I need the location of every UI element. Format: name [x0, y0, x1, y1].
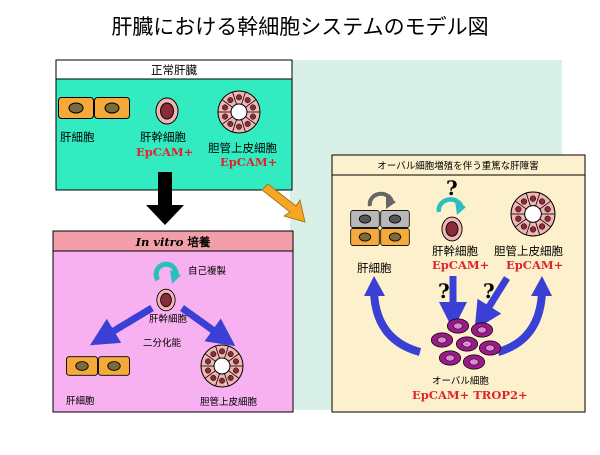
injury-biliary-marker: EpCAM+	[506, 258, 563, 272]
injury-question-right: ?	[483, 279, 495, 303]
normal-stem-marker: EpCAM+	[136, 145, 193, 159]
oval-marker: EpCAM+ TROP2+	[412, 388, 528, 402]
normal-liver-header: 正常肝臓	[151, 63, 197, 77]
invitro-bipotent-label: 二分化能	[143, 337, 182, 349]
stem-cell-icon	[155, 97, 179, 125]
injury-stem-cell-icon	[441, 216, 463, 242]
injury-stem-marker: EpCAM+	[432, 258, 489, 272]
down-arrow-icon	[146, 172, 184, 225]
injury-bile-duct-icon	[510, 191, 556, 237]
diff-arrow-left-icon	[89, 304, 154, 346]
invitro-panel: In vitro 培養 自己複製 肝幹細胞 二分化能 肝細胞 胆管上皮細胞	[52, 230, 294, 413]
invitro-hepatocyte-label: 肝細胞	[66, 395, 95, 407]
invitro-header: In vitro 培養	[135, 235, 211, 249]
normal-liver-panel: 正常肝臓 肝細胞 肝幹細胞 EpCAM+ 胆管上皮細胞 EpCAM+	[55, 59, 293, 191]
invitro-self-renewal-label: 自己複製	[188, 265, 227, 277]
oval-to-hepatocyte-arrow-icon	[370, 291, 422, 356]
injury-biliary-label: 胆管上皮細胞	[494, 244, 563, 258]
hepatocyte-pair-icon	[58, 97, 130, 119]
invitro-bile-duct-icon	[200, 344, 244, 388]
oval-to-biliary-arrow-icon	[496, 291, 546, 356]
normal-biliary-marker: EpCAM+	[220, 155, 277, 169]
normal-biliary-label: 胆管上皮細胞	[208, 141, 277, 155]
injury-question-left: ?	[438, 279, 450, 303]
page-title: 肝臓における幹細胞システムのモデル図	[111, 15, 488, 39]
orange-arrow-icon	[261, 183, 306, 223]
invitro-hepatocyte-icon	[66, 356, 130, 376]
invitro-stem-cell-icon	[156, 288, 176, 312]
gray-curved-arrow-icon	[367, 191, 394, 207]
normal-stem-label: 肝幹細胞	[140, 130, 186, 144]
injury-hepatocyte-label: 肝細胞	[357, 261, 392, 275]
invitro-biliary-label: 胆管上皮細胞	[200, 396, 258, 408]
oval-label: オーバル細胞	[432, 375, 489, 387]
normal-hepatocyte-label: 肝細胞	[60, 130, 95, 144]
injury-header: オーバル細胞増殖を伴う重篤な肝障害	[377, 160, 538, 172]
self-renewal-arrow-icon	[153, 261, 179, 282]
injury-panel: オーバル細胞増殖を伴う重篤な肝障害 肝細胞 ? 肝幹細胞 EpCAM+ 胆管上皮…	[331, 154, 586, 413]
bile-duct-icon	[217, 90, 261, 134]
diff-arrow-right-icon	[179, 305, 236, 347]
invitro-stem-label: 肝幹細胞	[149, 313, 188, 325]
duct-to-oval-arrow-icon	[474, 276, 510, 330]
injury-question-top: ?	[446, 176, 458, 200]
injury-stem-label: 肝幹細胞	[432, 244, 478, 258]
